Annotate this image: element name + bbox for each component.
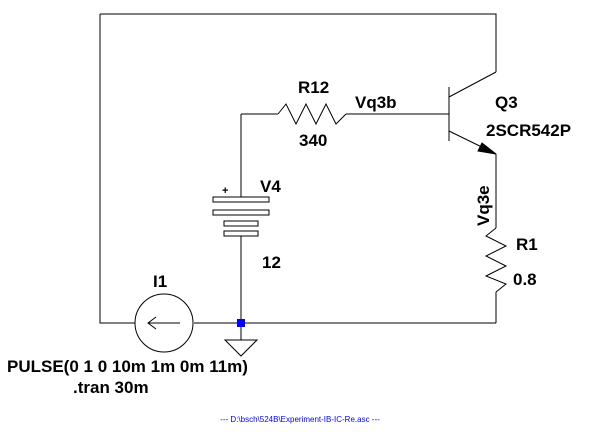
transistor-q3-symbol[interactable] — [448, 71, 497, 155]
current-source-i1-symbol[interactable] — [134, 293, 194, 353]
battery-v4-symbol[interactable] — [212, 196, 270, 237]
spice-directive[interactable]: .tran 30m — [73, 378, 149, 397]
i1-value-label: PULSE(0 1 0 10m 1m 0m 11m) — [7, 357, 248, 376]
wire-top-loop[interactable] — [100, 13, 497, 72]
ground-icon — [223, 339, 259, 357]
resistor-r12-symbol[interactable] — [277, 102, 347, 126]
r1-ref-label: R1 — [516, 235, 538, 254]
resistor-r1-symbol[interactable] — [484, 227, 508, 293]
v4-ref-label: V4 — [260, 177, 281, 196]
r12-value-label: 340 — [299, 131, 327, 150]
wire-left-loop[interactable] — [99, 14, 135, 324]
net-label-base: Vq3b — [355, 93, 397, 112]
v4-value-label: 12 — [262, 253, 281, 272]
q3-model-label: 2SCR542P — [486, 121, 571, 140]
net-label-emitter: Vq3e — [474, 185, 493, 226]
v4-polarity-label: + — [222, 185, 228, 197]
r1-value-label: 0.8 — [513, 270, 537, 289]
q3-ref-label: Q3 — [495, 93, 518, 112]
r12-ref-label: R12 — [298, 78, 329, 97]
i1-ref-label: I1 — [153, 272, 167, 291]
footer-filepath: --- D:\bsch\524B\Experiment-IB-IC-Re.asc… — [220, 415, 380, 424]
junction-dot — [237, 319, 245, 327]
